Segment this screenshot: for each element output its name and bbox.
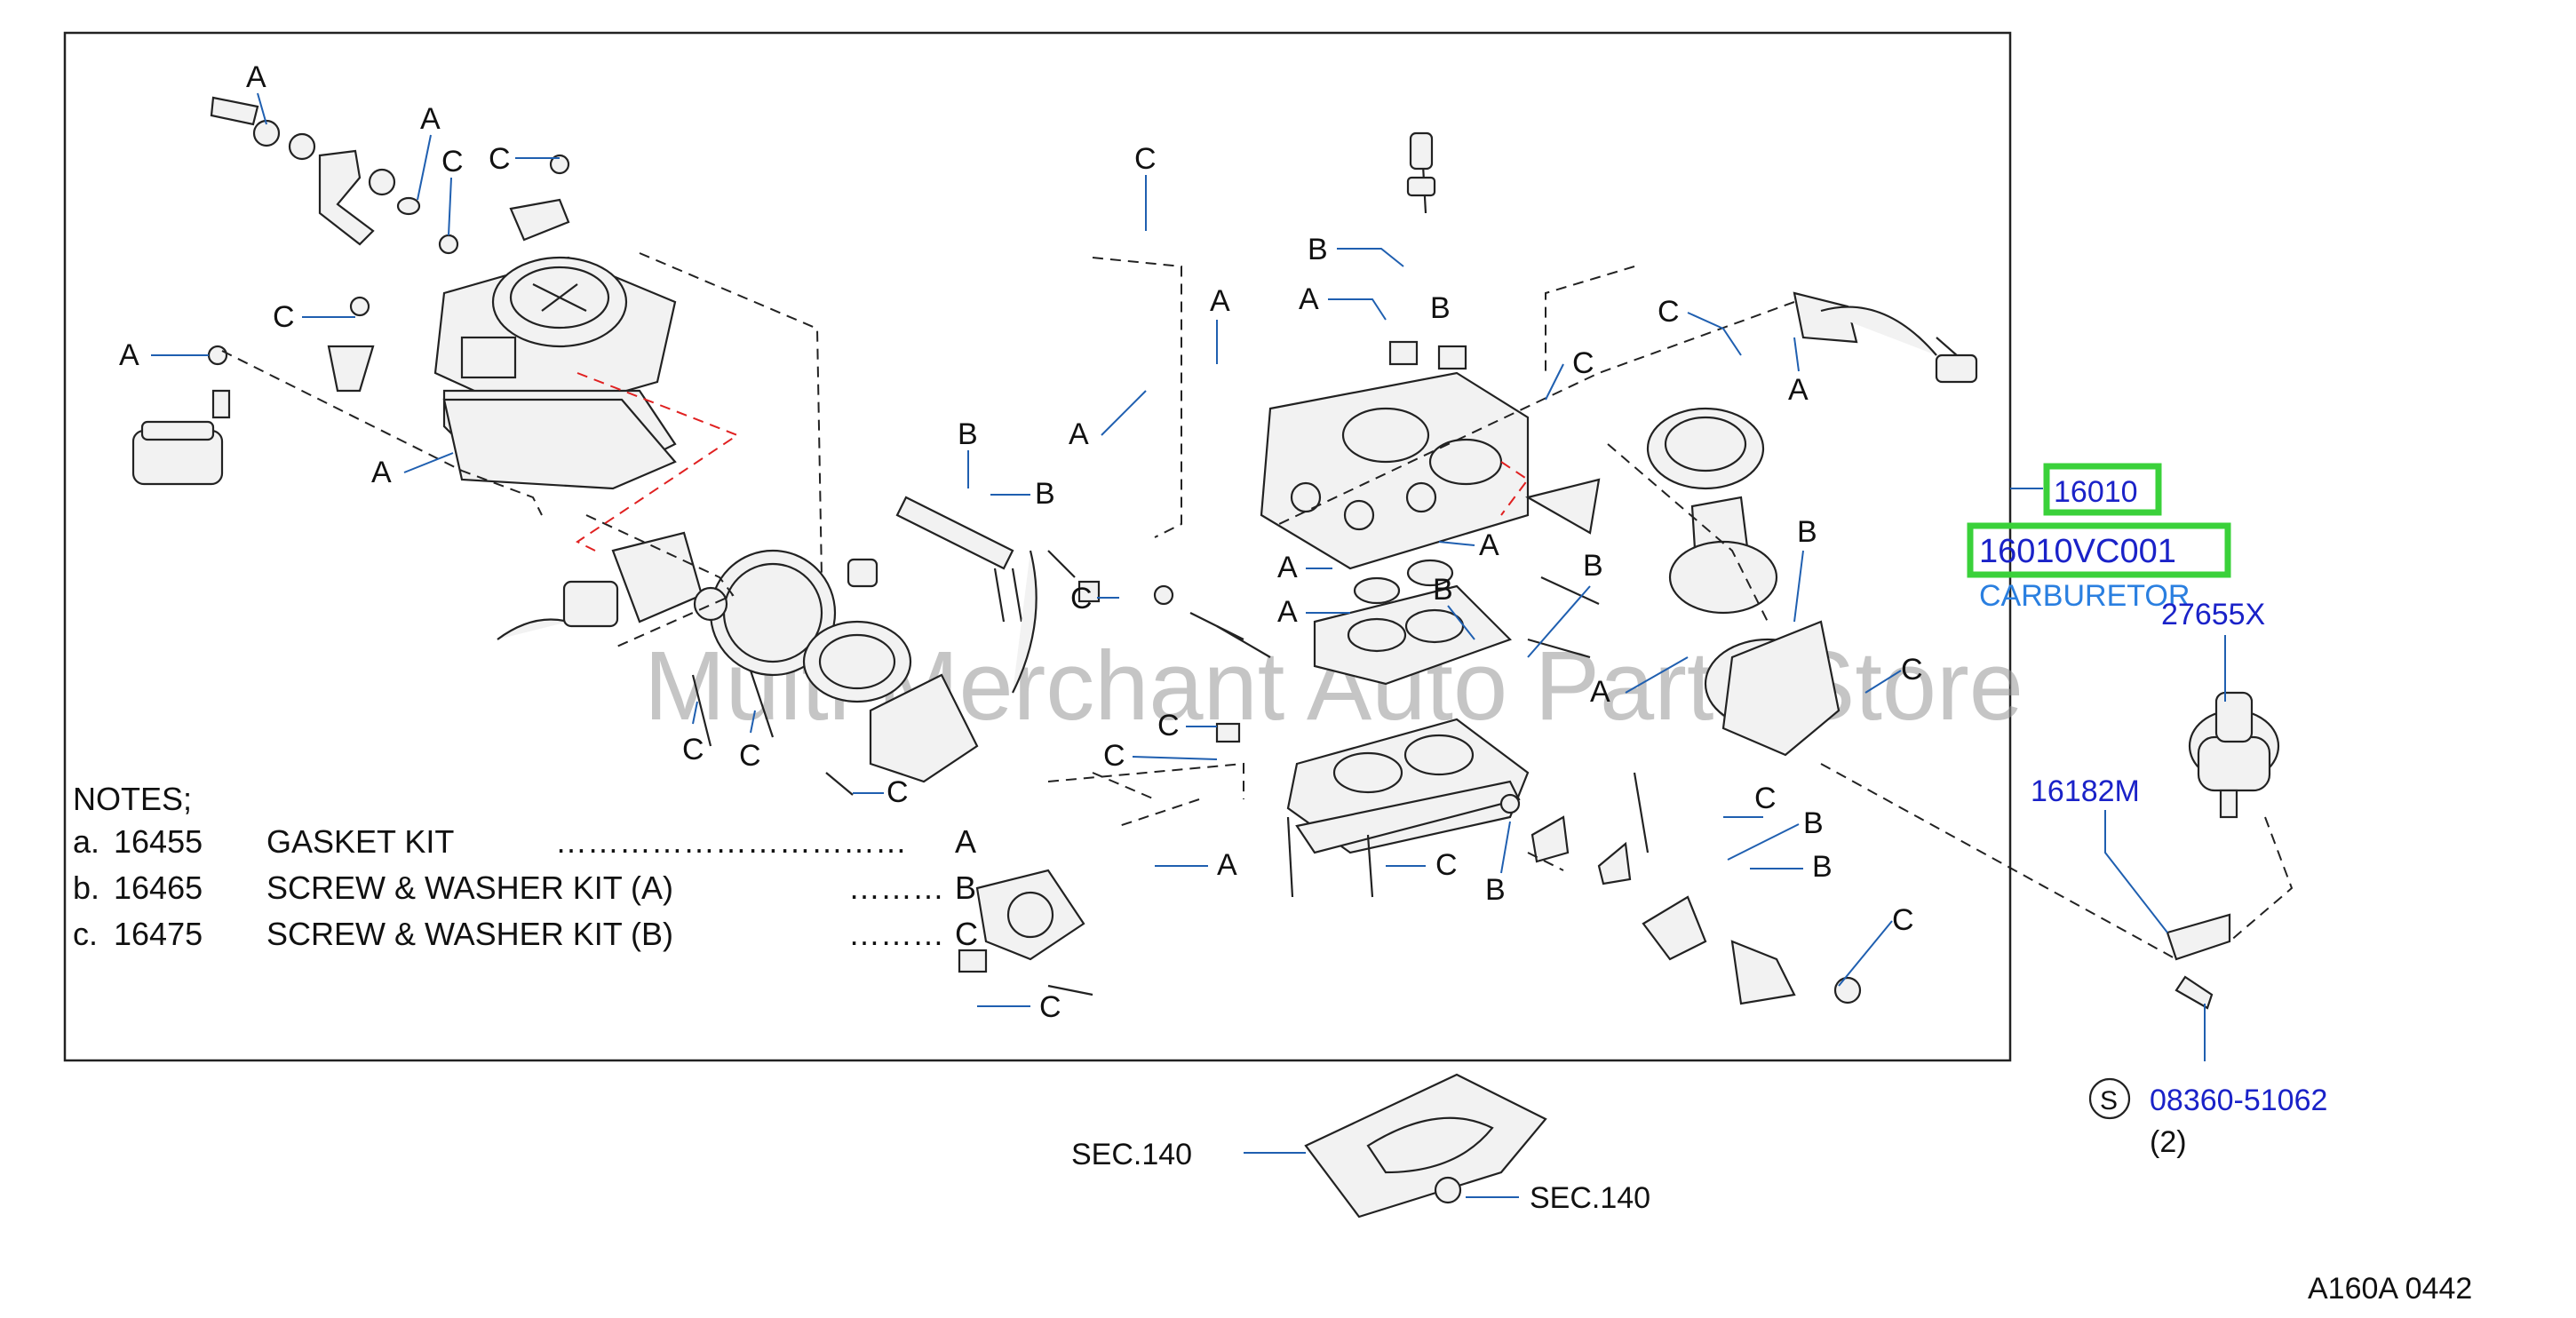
callout-a: A bbox=[1299, 282, 1319, 316]
carb-gaskets bbox=[1313, 559, 1513, 686]
callout-a: A bbox=[1479, 528, 1499, 562]
diaphragm-housing bbox=[497, 531, 979, 783]
callout-16010[interactable]: 16010 bbox=[2054, 475, 2138, 509]
callout-b: B bbox=[1433, 573, 1453, 607]
throttle-body bbox=[1286, 718, 1530, 854]
callout-c: C bbox=[1754, 782, 1777, 815]
callout-27655x[interactable]: 27655X bbox=[2161, 598, 2265, 631]
callout-b: B bbox=[1803, 806, 1824, 840]
callout-c: C bbox=[1103, 739, 1125, 773]
right-covers bbox=[1646, 291, 1978, 757]
callout-08360-51062[interactable]: 08360-51062 bbox=[2150, 1084, 2327, 1117]
callout-c: C bbox=[441, 145, 464, 179]
callout-a: A bbox=[1788, 373, 1809, 407]
callout-c: C bbox=[1892, 903, 1914, 937]
notes-block: NOTES; a. 16455 GASKET KIT …………………………… A… bbox=[73, 781, 978, 952]
callout-a: A bbox=[420, 102, 441, 136]
part-name-carburetor: CARBURETOR bbox=[1979, 579, 2190, 613]
dashpot bbox=[2188, 691, 2280, 819]
note-index: c. bbox=[73, 916, 98, 952]
callout-c: C bbox=[739, 739, 761, 773]
callout-a: A bbox=[246, 60, 266, 94]
note-code: 16475 bbox=[114, 916, 203, 952]
callout-b: B bbox=[1308, 233, 1328, 266]
note-desc: SCREW & WASHER KIT (B) bbox=[266, 916, 673, 952]
callout-b: B bbox=[1035, 477, 1055, 511]
notes-title: NOTES; bbox=[73, 781, 192, 817]
screw-quantity: (2) bbox=[2150, 1125, 2187, 1159]
callout-c: C bbox=[273, 300, 295, 334]
callout-b: B bbox=[1812, 850, 1833, 884]
letter-callouts: A A C C C A A C A A B A B B B C C A A bbox=[119, 60, 1923, 1024]
callout-c: C bbox=[886, 775, 909, 809]
note-dots: ……… bbox=[848, 916, 944, 952]
callout-c: C bbox=[1901, 653, 1923, 687]
bottom-plate bbox=[958, 869, 1093, 996]
callout-c: C bbox=[1157, 709, 1180, 742]
callout-a: A bbox=[1217, 848, 1237, 882]
note-desc: SCREW & WASHER KIT (A) bbox=[266, 869, 673, 906]
callout-b: B bbox=[1430, 291, 1451, 325]
callout-a: A bbox=[119, 338, 139, 372]
top-fittings bbox=[207, 96, 570, 366]
callout-a: A bbox=[1069, 417, 1089, 451]
callout-c: C bbox=[682, 733, 704, 766]
center-small-parts bbox=[1077, 478, 1650, 898]
note-index: a. bbox=[73, 823, 99, 860]
accel-pump-block bbox=[131, 389, 231, 486]
left-screws bbox=[691, 670, 854, 796]
note-code: 16455 bbox=[114, 823, 203, 860]
bracket bbox=[2166, 913, 2231, 1010]
callout-c: C bbox=[1134, 142, 1157, 176]
callout-16010vc001[interactable]: 16010VC001 bbox=[1979, 533, 2176, 570]
carb-body bbox=[1260, 131, 1530, 570]
note-ref: B bbox=[955, 869, 976, 906]
intake-gasket bbox=[1304, 1073, 1547, 1219]
callout-a: A bbox=[1210, 284, 1230, 318]
note-index: b. bbox=[73, 869, 99, 906]
callout-c: C bbox=[1658, 295, 1680, 329]
assembly-dashed-lines bbox=[221, 252, 2294, 960]
callout-b: B bbox=[958, 417, 978, 451]
part-number-callouts: 16010 16010VC001 CARBURETOR 27655X 16182… bbox=[1967, 463, 2327, 1159]
throttle-body-gasket-left bbox=[442, 398, 677, 490]
red-dashed-lines bbox=[576, 372, 1530, 552]
highlight-16010 bbox=[2043, 463, 2162, 516]
section-references: SEC.140 SEC.140 bbox=[1071, 1138, 1650, 1215]
callout-c: C bbox=[1039, 990, 1061, 1024]
callout-c: C bbox=[1070, 582, 1093, 615]
callout-c: C bbox=[489, 142, 511, 176]
diagram-frame bbox=[63, 31, 2012, 1062]
callout-a: A bbox=[1590, 675, 1610, 709]
sec-140-gasket: SEC.140 bbox=[1071, 1138, 1192, 1171]
note-dots: …………………………… bbox=[555, 823, 907, 860]
callout-a: A bbox=[1277, 551, 1298, 584]
sec-140-stud: SEC.140 bbox=[1530, 1181, 1650, 1215]
callout-c: C bbox=[1572, 346, 1594, 380]
callout-a: A bbox=[1277, 595, 1298, 629]
note-code: 16465 bbox=[114, 869, 203, 906]
callout-c: C bbox=[1435, 848, 1458, 882]
note-ref: C bbox=[955, 916, 978, 952]
note-desc: GASKET KIT bbox=[266, 823, 454, 860]
note-dots: ……… bbox=[848, 869, 944, 906]
callout-16182m[interactable]: 16182M bbox=[2031, 774, 2140, 808]
linkage-arms bbox=[895, 496, 1076, 694]
callout-b: B bbox=[1583, 549, 1603, 583]
screw-symbol: S bbox=[2100, 1086, 2118, 1116]
note-ref: A bbox=[955, 823, 976, 860]
screw-symbol-circle bbox=[2088, 1077, 2131, 1120]
figure-code: A160A 0442 bbox=[2308, 1272, 2472, 1306]
callout-b: B bbox=[1485, 873, 1506, 907]
lower-right-parts bbox=[1642, 895, 1862, 1005]
callout-b: B bbox=[1797, 515, 1817, 549]
highlight-16010vc001 bbox=[1967, 522, 2231, 578]
callout-a: A bbox=[371, 456, 392, 489]
